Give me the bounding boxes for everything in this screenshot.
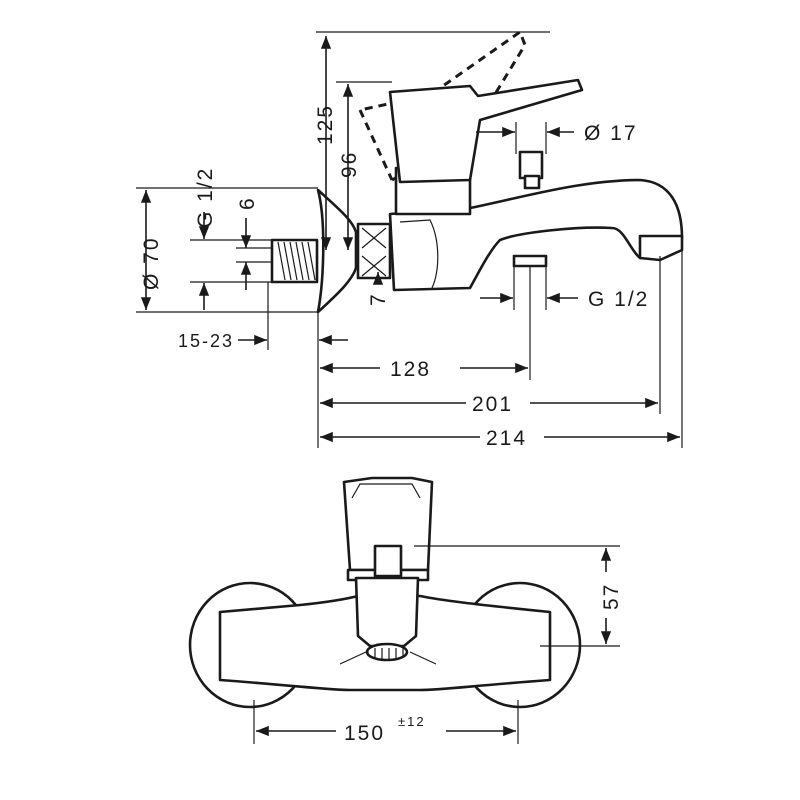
dim-128-label: 128 [390, 358, 431, 381]
dim-57-label: 57 [600, 583, 623, 610]
dim-125-label: 125 [314, 104, 337, 145]
dim-201-label: 201 [472, 393, 513, 416]
diverter-knob [518, 150, 544, 180]
eccentric-nut [356, 222, 392, 280]
side-view: 125 96 Ø 17 G 1/2 6 Ø 70 7 [136, 29, 684, 450]
dim-g12-outlet-label: G 1/2 [588, 288, 649, 311]
mixer-lever [388, 78, 584, 184]
front-view: 57 150 ±12 [188, 476, 623, 745]
mixer-body-spout [388, 178, 684, 292]
dim-150-tolerance: ±12 [398, 714, 426, 729]
spout-aerator [365, 642, 409, 662]
dim-7-label: 7 [367, 292, 390, 306]
thread-hatching [277, 241, 316, 281]
wall-flange [316, 188, 358, 314]
dim-17-label: Ø 17 [584, 122, 638, 145]
dim-96-label: 96 [338, 151, 361, 178]
dim-150-label: 150 [344, 722, 385, 745]
dim-15-23-label: 15-23 [178, 331, 234, 351]
dim-70-label: Ø 70 [140, 236, 163, 290]
hose-connector [512, 254, 548, 268]
dim-6-label: 6 [236, 196, 259, 210]
dim-g12-inlet-label: G 1/2 [194, 167, 217, 228]
dim-214-label: 214 [486, 427, 527, 450]
front-spout [354, 576, 420, 648]
spout-outlet [638, 234, 684, 262]
